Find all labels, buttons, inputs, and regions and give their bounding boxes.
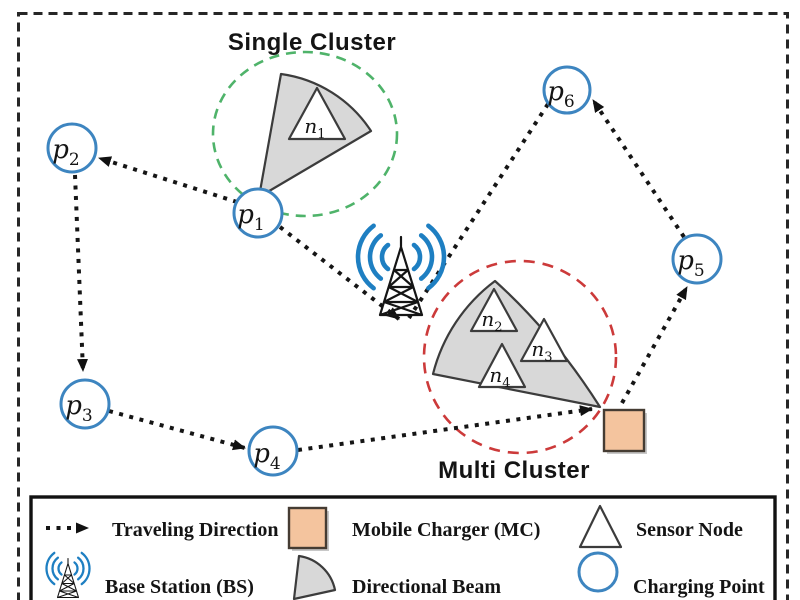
charging-point-p3 xyxy=(59,378,111,430)
travel-segment-mc-p5 xyxy=(620,286,689,404)
base-station-icon xyxy=(358,226,444,315)
sensor-node-n4-label: n4 xyxy=(489,363,510,391)
charging-point-p5-label: p5 xyxy=(677,246,704,281)
travel-segment-p2-p3 xyxy=(73,174,89,372)
sensor-node-n2 xyxy=(469,287,519,333)
mobile-charger-square xyxy=(602,408,646,453)
charging-point-p1 xyxy=(232,187,284,239)
mobile-charger-icon xyxy=(287,506,328,550)
sensor-node-icon xyxy=(578,504,623,549)
charging-point-p1-label: p1 xyxy=(237,200,264,235)
sensor-node-n2-label: n2 xyxy=(481,307,502,335)
legend-base-station-label: Base Station (BS) xyxy=(105,576,254,598)
directional-beam-icon xyxy=(292,554,337,600)
charging-point-p2 xyxy=(46,122,98,174)
charging-point-p4 xyxy=(247,425,299,477)
legend-sensor-node-label: Sensor Node xyxy=(636,519,743,541)
single-cluster-circle xyxy=(211,50,399,218)
travel-segment-p5-p6 xyxy=(591,98,686,239)
travel-segment-p1-p2 xyxy=(98,156,238,204)
travel-segment-p1-bs xyxy=(278,225,401,321)
charging-point-p6-label: p6 xyxy=(547,77,574,112)
travel-segment-p3-p4 xyxy=(108,409,246,451)
legend-directional-beam-label: Directional Beam xyxy=(352,576,501,598)
charging-point-p6 xyxy=(542,65,592,115)
legend-mobile-charger-label: Mobile Charger (MC) xyxy=(352,519,540,541)
legend-traveling-direction-label: Traveling Direction xyxy=(112,519,278,541)
directional-beam-multi xyxy=(431,279,602,409)
sensor-node-n3-label: n3 xyxy=(531,337,552,365)
sensor-node-n1 xyxy=(287,86,347,141)
legend: Traveling Direction Mobile Charger (MC) … xyxy=(29,495,777,600)
charging-point-icon xyxy=(577,551,619,593)
charging-point-p4-label: p4 xyxy=(253,439,280,474)
figure-border xyxy=(17,12,789,600)
sensor-node-n4 xyxy=(477,342,527,389)
multi-cluster-circle xyxy=(422,259,618,455)
sensor-node-n1-label: n1 xyxy=(304,114,325,142)
sensor-node-n3 xyxy=(519,317,569,363)
travel-segment-p4-mc xyxy=(297,405,593,452)
charging-point-p3-label: p3 xyxy=(65,391,92,426)
single-cluster-title: Single Cluster xyxy=(228,29,396,56)
legend-box xyxy=(29,495,777,600)
legend-charging-point-label: Charging Point xyxy=(633,576,765,598)
charging-point-p2-label: p2 xyxy=(52,135,79,170)
charging-point-p5 xyxy=(671,233,723,285)
multi-cluster-title: Multi Cluster xyxy=(438,457,590,484)
